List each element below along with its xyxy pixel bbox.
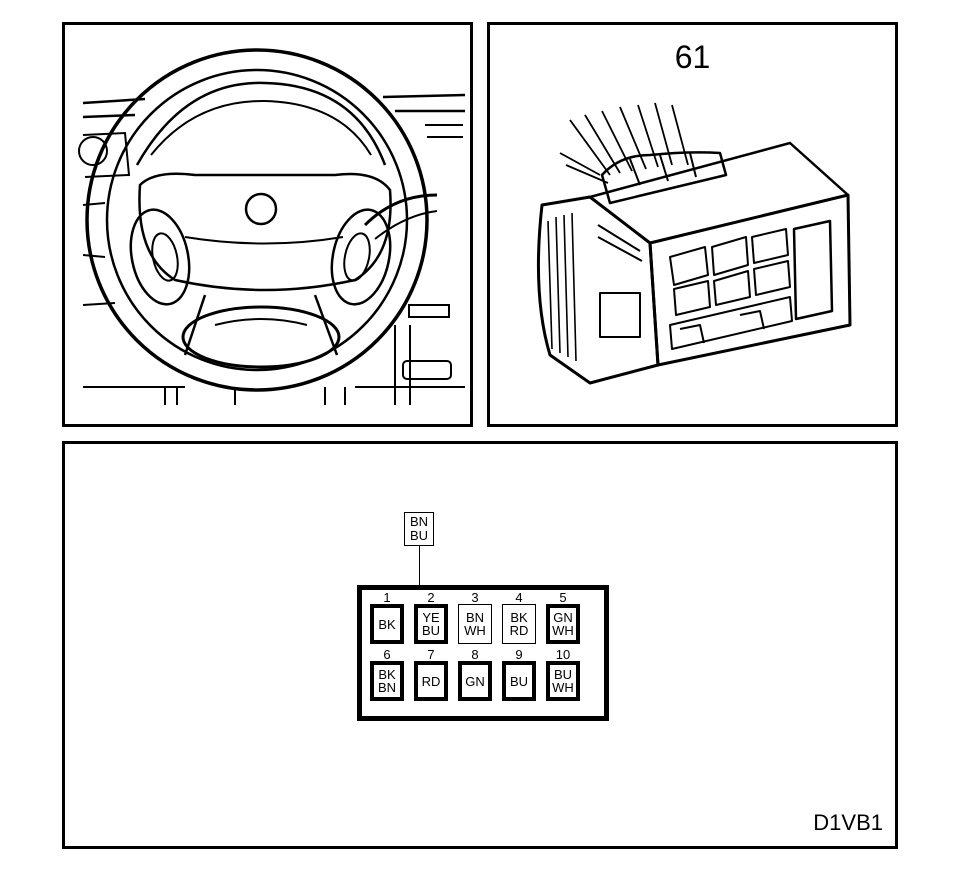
- pin-color-code: WH: [552, 623, 574, 638]
- pin-color-code: BU: [509, 673, 529, 689]
- pin-wire-color: BU: [510, 675, 528, 688]
- wire-tag-line2: BU: [409, 528, 429, 543]
- pin-color-code: WH: [464, 623, 486, 638]
- pin-color-code: RD: [509, 623, 529, 638]
- pin-cell: GN: [458, 661, 492, 701]
- pin-color-code: YE: [422, 610, 440, 625]
- pin-color-code: BU: [421, 623, 441, 638]
- pin-cell: BU: [502, 661, 536, 701]
- pin-number: 1: [383, 590, 391, 605]
- steering-wheel-illustration: [78, 48, 466, 405]
- pin-number: 7: [427, 647, 435, 662]
- pin-number: 9: [515, 647, 523, 662]
- pin-cell: RD: [414, 661, 448, 701]
- pin-color-code: WH: [552, 680, 574, 695]
- diagram-code: D1VB1: [813, 810, 883, 835]
- pin-number: 3: [471, 590, 479, 605]
- pin-number: 5: [559, 590, 567, 605]
- pin-color-code: BU: [553, 667, 573, 682]
- pin-color-code: BK: [378, 667, 396, 682]
- pin-wire-color: RD: [422, 675, 441, 688]
- steering-wheel-panel: [62, 22, 473, 427]
- pin-wire-color: GN: [465, 675, 485, 688]
- pin-number: 4: [515, 590, 523, 605]
- connector-panel: 61: [487, 22, 898, 427]
- wire-color-tag: BN BU: [404, 512, 434, 546]
- pin-color-code: BN: [377, 680, 397, 695]
- pin-color-code: BN: [465, 610, 485, 625]
- pin-number: 6: [383, 647, 391, 662]
- pin-number: 10: [555, 647, 571, 662]
- pin-number: 8: [471, 647, 479, 662]
- pin-wire-color: BK: [378, 618, 395, 631]
- pin-color-code: BK: [378, 616, 396, 632]
- pin-color-code: BK: [510, 610, 528, 625]
- connector-number: 61: [674, 39, 711, 75]
- pin-color-code: GN: [553, 610, 573, 625]
- connector-illustration: [536, 102, 852, 385]
- wire-tag-line1: BN: [409, 514, 429, 529]
- pin-color-code: RD: [421, 673, 441, 689]
- pin-number: 2: [427, 590, 435, 605]
- pin-color-code: GN: [465, 673, 485, 689]
- pin-cell: BK: [370, 604, 404, 644]
